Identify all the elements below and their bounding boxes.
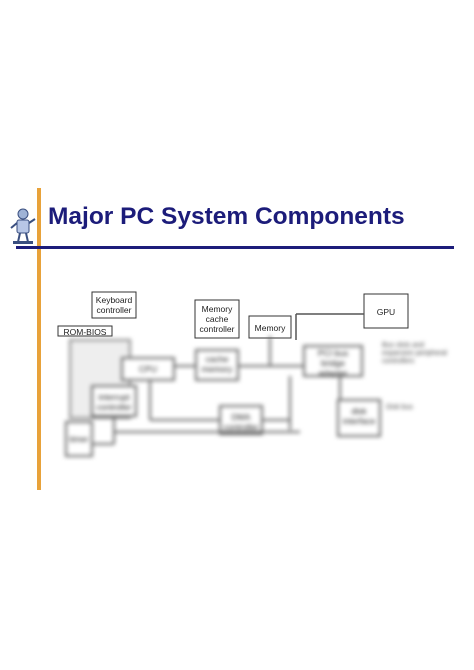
gpu-label: GPU	[376, 307, 396, 317]
rom-bios-label: ROM-BIOS	[63, 327, 107, 337]
robot-mascot-icon	[10, 208, 36, 244]
memory-label: Memory	[254, 323, 286, 333]
disk-note: Disk bus	[386, 404, 413, 411]
pc-components-diagram: Keyboard controller Memory cache control…	[0, 280, 474, 470]
cpu-label: CPU	[139, 364, 157, 374]
keyboard-controller-box	[91, 291, 137, 319]
rom-bios-box	[57, 325, 113, 337]
diagram-lines-sharp	[57, 291, 409, 340]
bus-bridge-label: PCI bus bridge adapter	[317, 348, 349, 378]
keyboard-controller-label: Keyboard controller	[95, 295, 133, 315]
disk-label: disk interface	[342, 406, 376, 426]
timer-label: timer	[69, 434, 89, 444]
dma-label: DMA controller	[223, 412, 259, 432]
memory-cache-controller-label: Memory cache controller	[199, 304, 235, 334]
slide-title: Major PC System Components	[48, 203, 405, 230]
cache-label: cache memory	[201, 354, 233, 374]
accent-bar	[37, 188, 41, 490]
memory-cache-controller-box	[194, 299, 240, 339]
diagram-blurred-region: CPU cache memory PCI bus bridge adapter …	[0, 336, 474, 470]
interrupt-label: interrupt controller	[96, 392, 132, 412]
bus-note: Bus slots and expansion peripheral contr…	[382, 342, 447, 365]
gpu-box	[363, 293, 409, 329]
title-rule	[16, 246, 454, 249]
